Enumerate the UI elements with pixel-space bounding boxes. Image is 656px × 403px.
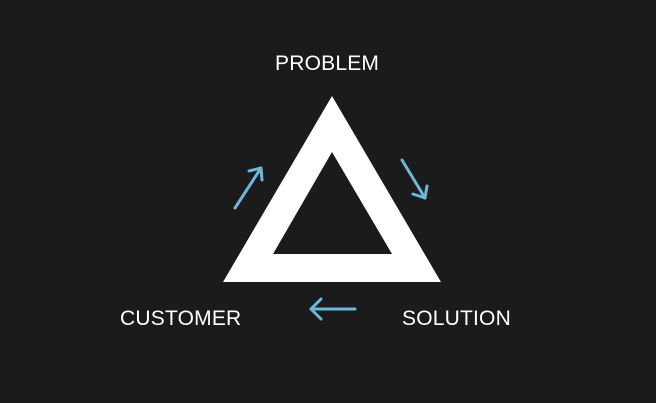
- arrow-icon-solution-to-customer: [309, 297, 357, 321]
- triangle-outline-icon: [223, 96, 441, 282]
- node-label-customer: CUSTOMER: [120, 307, 242, 330]
- node-label-solution: SOLUTION: [402, 307, 511, 330]
- arrow-icon-problem-to-solution: [400, 158, 429, 200]
- node-label-problem: PROBLEM: [275, 52, 380, 75]
- arrow-icon-customer-to-problem: [233, 166, 264, 210]
